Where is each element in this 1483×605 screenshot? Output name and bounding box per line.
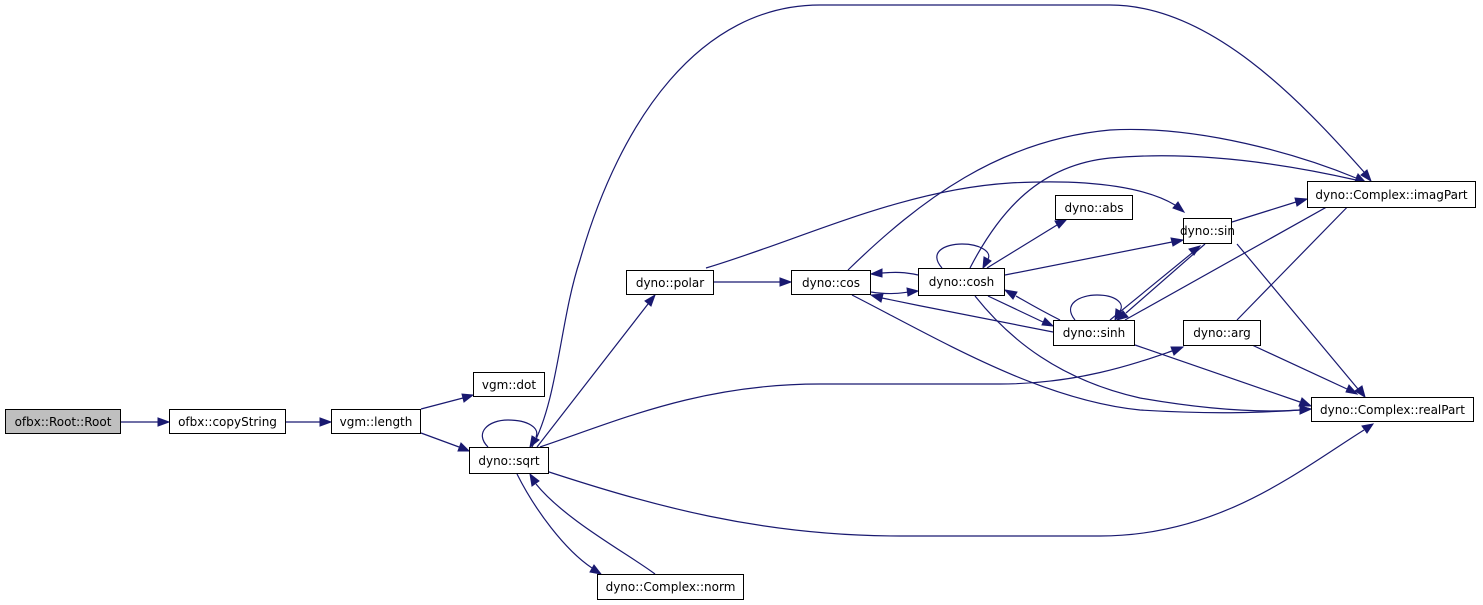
arrow-head <box>1354 385 1366 399</box>
arrow-head <box>1345 384 1359 395</box>
node-abs[interactable]: dyno::abs <box>1055 195 1133 220</box>
node-imagPart[interactable]: dyno::Complex::imagPart <box>1307 181 1476 208</box>
edge-cosh-abs <box>986 224 1058 269</box>
edge-sinh-sin <box>1109 252 1193 321</box>
arrow-head <box>529 472 540 487</box>
edge-length-dot <box>420 397 464 410</box>
edge-cosh-realPart <box>974 295 1301 412</box>
edge-cos-realPart <box>851 294 1301 414</box>
arrow-head <box>869 293 884 303</box>
edge-sqrt-polar <box>536 303 649 448</box>
edge-sin-sinh <box>1125 243 1206 314</box>
edge-cosh-self <box>936 243 990 269</box>
node-copyString[interactable]: ofbx::copyString <box>169 409 286 434</box>
edge-cosh-imagPart <box>969 155 1357 269</box>
edge-sinh-cosh <box>1015 295 1061 321</box>
arrow-head <box>906 287 920 297</box>
edge-cos-imagPart <box>847 128 1357 271</box>
edge-sinh-self <box>1069 294 1122 321</box>
edge-cosh-sin <box>1004 241 1173 276</box>
arrow-head <box>1298 397 1313 407</box>
arrow-head <box>1003 289 1018 300</box>
edge-sqrt-arg <box>539 350 1173 448</box>
edge-sqrt-imagPart <box>531 4 1365 448</box>
arrow-head <box>157 417 171 427</box>
arrow-head <box>1041 317 1055 327</box>
node-root: ofbx::Root::Root <box>5 409 121 434</box>
arrow-head <box>869 268 883 278</box>
arrow-head <box>1054 218 1069 229</box>
edge-length-sqrt <box>420 432 460 448</box>
arrow-head <box>457 442 471 452</box>
arrow-head <box>644 293 656 307</box>
arrow-head <box>1360 169 1372 183</box>
node-length[interactable]: vgm::length <box>331 409 421 434</box>
edge-sinh-cos <box>881 297 1054 333</box>
edge-sinh-realPart <box>1134 344 1301 403</box>
edge-sin-imagPart <box>1231 201 1297 223</box>
arrow-head <box>1172 201 1186 213</box>
node-cosh[interactable]: dyno::cosh <box>918 268 1005 296</box>
arrow-head <box>1361 423 1375 434</box>
node-norm[interactable]: dyno::Complex::norm <box>597 574 744 600</box>
node-dot[interactable]: vgm::dot <box>473 372 545 397</box>
arrow-head <box>461 393 475 403</box>
edge-sqrt-norm <box>516 473 593 569</box>
arrow-head <box>1294 197 1309 207</box>
arrow-head <box>779 277 793 287</box>
node-sin[interactable]: dyno::sin <box>1180 218 1235 244</box>
edge-polar-sin <box>705 181 1176 269</box>
edge-arg-imagPart <box>1236 194 1360 321</box>
node-arg[interactable]: dyno::arg <box>1183 320 1261 346</box>
edge-sqrt-self <box>481 419 538 448</box>
node-sqrt[interactable]: dyno::sqrt <box>469 447 549 474</box>
edge-sqrt-realPart <box>545 429 1365 537</box>
node-sinh[interactable]: dyno::sinh <box>1053 320 1135 346</box>
edge-norm-sqrt <box>535 483 656 575</box>
arrow-head <box>1299 405 1313 415</box>
edge-cosh-cos <box>881 271 919 276</box>
arrow-head <box>589 564 603 575</box>
edge-arg-realPart <box>1251 344 1348 390</box>
node-cos[interactable]: dyno::cos <box>791 270 871 295</box>
edge-cosh-sinh <box>987 295 1044 323</box>
arrow-head <box>982 256 992 270</box>
edge-sin-realPart <box>1236 243 1359 390</box>
node-polar[interactable]: dyno::polar <box>626 270 714 295</box>
arrow-head <box>319 417 333 427</box>
node-realPart[interactable]: dyno::Complex::realPart <box>1311 397 1474 422</box>
edge-cos-cosh <box>870 291 910 295</box>
arrow-head <box>1170 346 1185 356</box>
arrow-head <box>1170 237 1185 247</box>
edge-sinh-imagPart <box>1124 189 1358 321</box>
arrow-head <box>1115 310 1129 321</box>
